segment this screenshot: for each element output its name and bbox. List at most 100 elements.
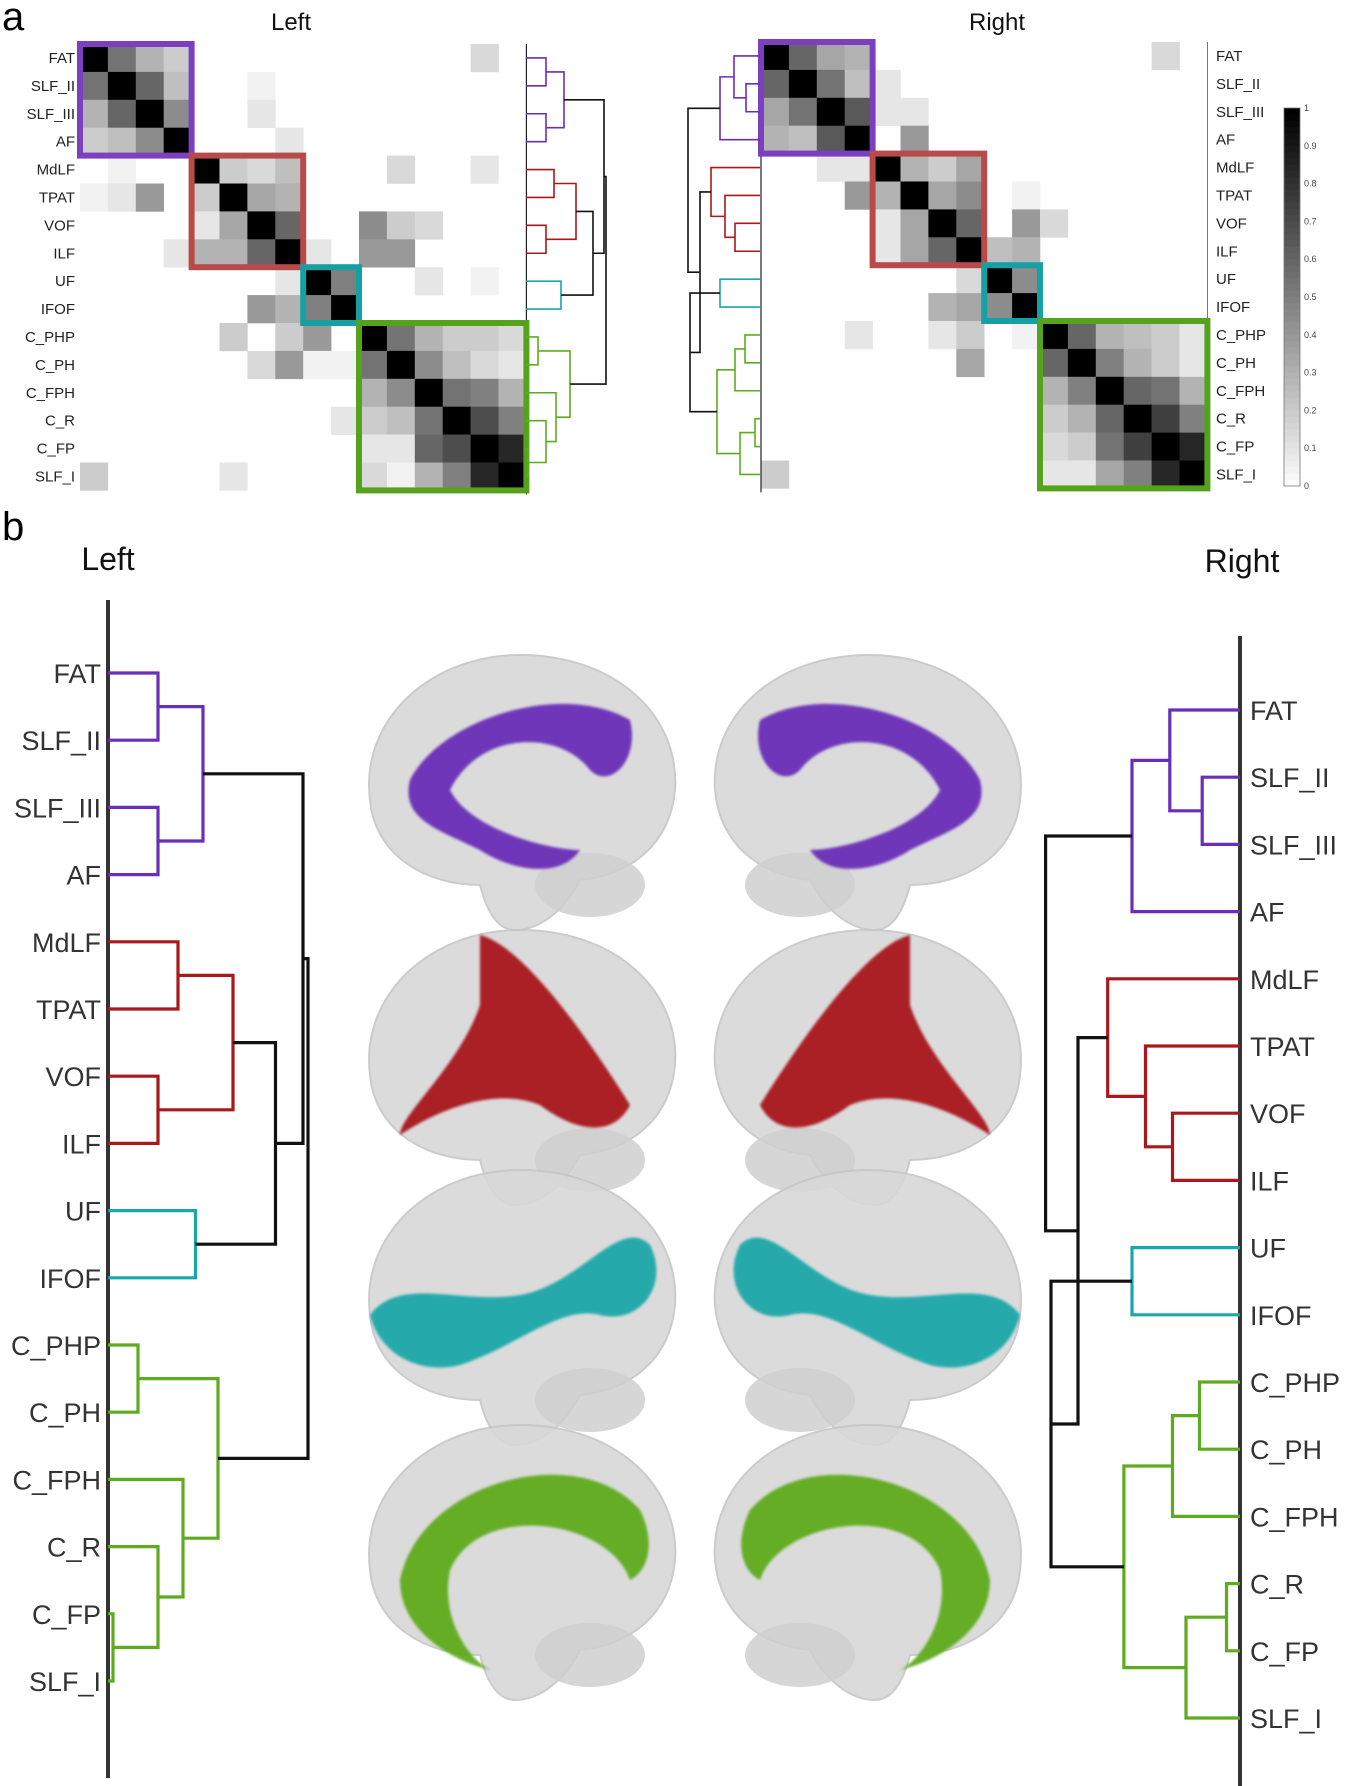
left-dendrogram-leaf-label: C_R (47, 1533, 101, 1563)
colorbar-tick-label: 0.1 (1304, 443, 1317, 453)
left-matrix-cell (107, 155, 137, 184)
right-matrix-cell (1179, 321, 1208, 350)
left-matrix-cell (386, 378, 416, 407)
left-dendrogram-leaf-label: UF (65, 1197, 101, 1227)
left-matrix-cell (359, 239, 388, 268)
right-matrix-cell (872, 237, 901, 266)
right-matrix-cell (1012, 321, 1041, 350)
left-matrix-tick-label: C_R (45, 413, 75, 430)
right-matrix-cell (844, 125, 873, 154)
right-matrix-tick-label: SLF_I (1216, 466, 1256, 483)
right-matrix-cell (1123, 432, 1152, 461)
left-matrix-cell (498, 378, 527, 407)
right-cluster-box-1 (758, 39, 876, 157)
left-cluster-box-3 (300, 264, 363, 327)
left-large-dendrogram-branch (108, 1209, 198, 1280)
right-dendrogram-leaf-label: C_FPH (1250, 1502, 1339, 1532)
left-matrix-cell (191, 239, 220, 268)
right-matrix-cell (928, 181, 957, 210)
right-matrix-cell (1012, 181, 1041, 210)
cerebellum-shape (535, 1623, 645, 1687)
colorbar-step (1284, 322, 1300, 329)
left-matrix-cell (107, 99, 137, 128)
left-matrix-cell (163, 44, 192, 73)
left-matrix-tick-label: AF (56, 134, 75, 151)
right-small-dendrogram-branch (754, 417, 760, 448)
left-matrix-cell (470, 462, 499, 491)
left-matrix-cell (359, 378, 388, 407)
colorbar-step (1284, 467, 1300, 474)
right-matrix-cell (1123, 460, 1152, 489)
right-matrix-cell (844, 321, 873, 350)
cerebellum-shape (535, 853, 645, 917)
right-large-dendrogram-branch (1224, 1582, 1240, 1653)
colorbar-step (1284, 133, 1300, 140)
left-dendrogram-leaf-label: C_PH (29, 1398, 101, 1428)
left-matrix-cell (470, 323, 499, 352)
right-matrix-cell (1151, 376, 1180, 405)
colorbar-step (1284, 215, 1300, 222)
left-matrix-tick-label: C_PHP (25, 329, 75, 346)
colorbar-step (1284, 410, 1300, 418)
right-matrix-cell (1040, 432, 1069, 461)
right-small-dendrogram-branch (734, 348, 760, 392)
left-large-dendrogram-branch (138, 1377, 220, 1540)
left-matrix-cell (442, 406, 471, 435)
brain-cluster-3-right (713, 1168, 1022, 1447)
left-matrix-cell (80, 127, 109, 156)
colorbar-step (1284, 435, 1300, 443)
left-matrix-tick-label: C_FPH (26, 385, 75, 402)
left-dendrogram-leaf-label: AF (66, 861, 101, 891)
right-matrix-cell (1012, 237, 1041, 266)
left-small-dendrogram-branch (526, 112, 547, 143)
left-large-dendrogram-branch (108, 940, 180, 1011)
left-small-dendrogram-branch (570, 175, 607, 385)
right-large-dendrogram-branch (1130, 1246, 1240, 1317)
left-matrix-cell (219, 323, 248, 352)
tract-bundle-cluster-1 (408, 703, 632, 869)
left-matrix-cell (135, 183, 164, 212)
right-matrix-cell (1095, 432, 1124, 461)
tract-bundle-cluster-4 (741, 1474, 990, 1670)
left-matrix-cell (498, 462, 527, 491)
colorbar-tick-label: 1 (1304, 103, 1309, 113)
right-small-dendrogram (687, 55, 760, 476)
right-matrix-cell (1040, 209, 1069, 238)
left-matrix-tick-label: VOF (44, 217, 75, 234)
colorbar-step (1284, 454, 1300, 462)
left-matrix-cell (386, 323, 416, 352)
left-matrix-cell (442, 462, 471, 491)
left-matrix-cell (275, 350, 304, 380)
right-matrix-tick-label: C_PHP (1216, 327, 1266, 344)
left-dendrogram-leaf-label: SLF_III (14, 793, 101, 823)
left-matrix-cell (247, 71, 276, 101)
right-matrix-cell (872, 153, 901, 182)
colorbar-step (1284, 145, 1300, 153)
left-matrix-cell (442, 350, 471, 380)
left-matrix-cell (275, 323, 304, 352)
left-matrix-tick-label: FAT (49, 50, 75, 67)
tract-bundle-cluster-2 (760, 935, 990, 1135)
left-matrix-cell (191, 211, 220, 240)
left-matrix-cell (303, 295, 332, 324)
right-dendrogram-leaf-label: FAT (1250, 696, 1298, 726)
right-dendrogram-title: Right (1205, 543, 1280, 579)
left-matrix-cell (386, 239, 416, 268)
left-matrix-cell (414, 211, 443, 240)
left-dendrogram-leaf-label: SLF_I (29, 1667, 101, 1697)
colorbar-step (1284, 397, 1300, 405)
left-matrix-cell (470, 378, 499, 407)
left-large-dendrogram-branch (195, 1041, 278, 1246)
panel-a-label: a (2, 0, 25, 39)
colorbar-step (1284, 385, 1300, 392)
left-matrix-cell (359, 211, 388, 240)
right-matrix-cell (1012, 209, 1041, 238)
right-matrix-tick-label: SLF_III (1216, 104, 1264, 121)
colorbar-step (1284, 139, 1300, 147)
right-matrix-cell (984, 293, 1013, 322)
tract-bundle-cluster-4 (400, 1474, 649, 1670)
colorbar-step (1284, 221, 1300, 229)
right-dendrogram-leaf-label: SLF_II (1250, 763, 1330, 793)
right-matrix-cell (1095, 321, 1124, 350)
colorbar-step (1284, 353, 1300, 361)
